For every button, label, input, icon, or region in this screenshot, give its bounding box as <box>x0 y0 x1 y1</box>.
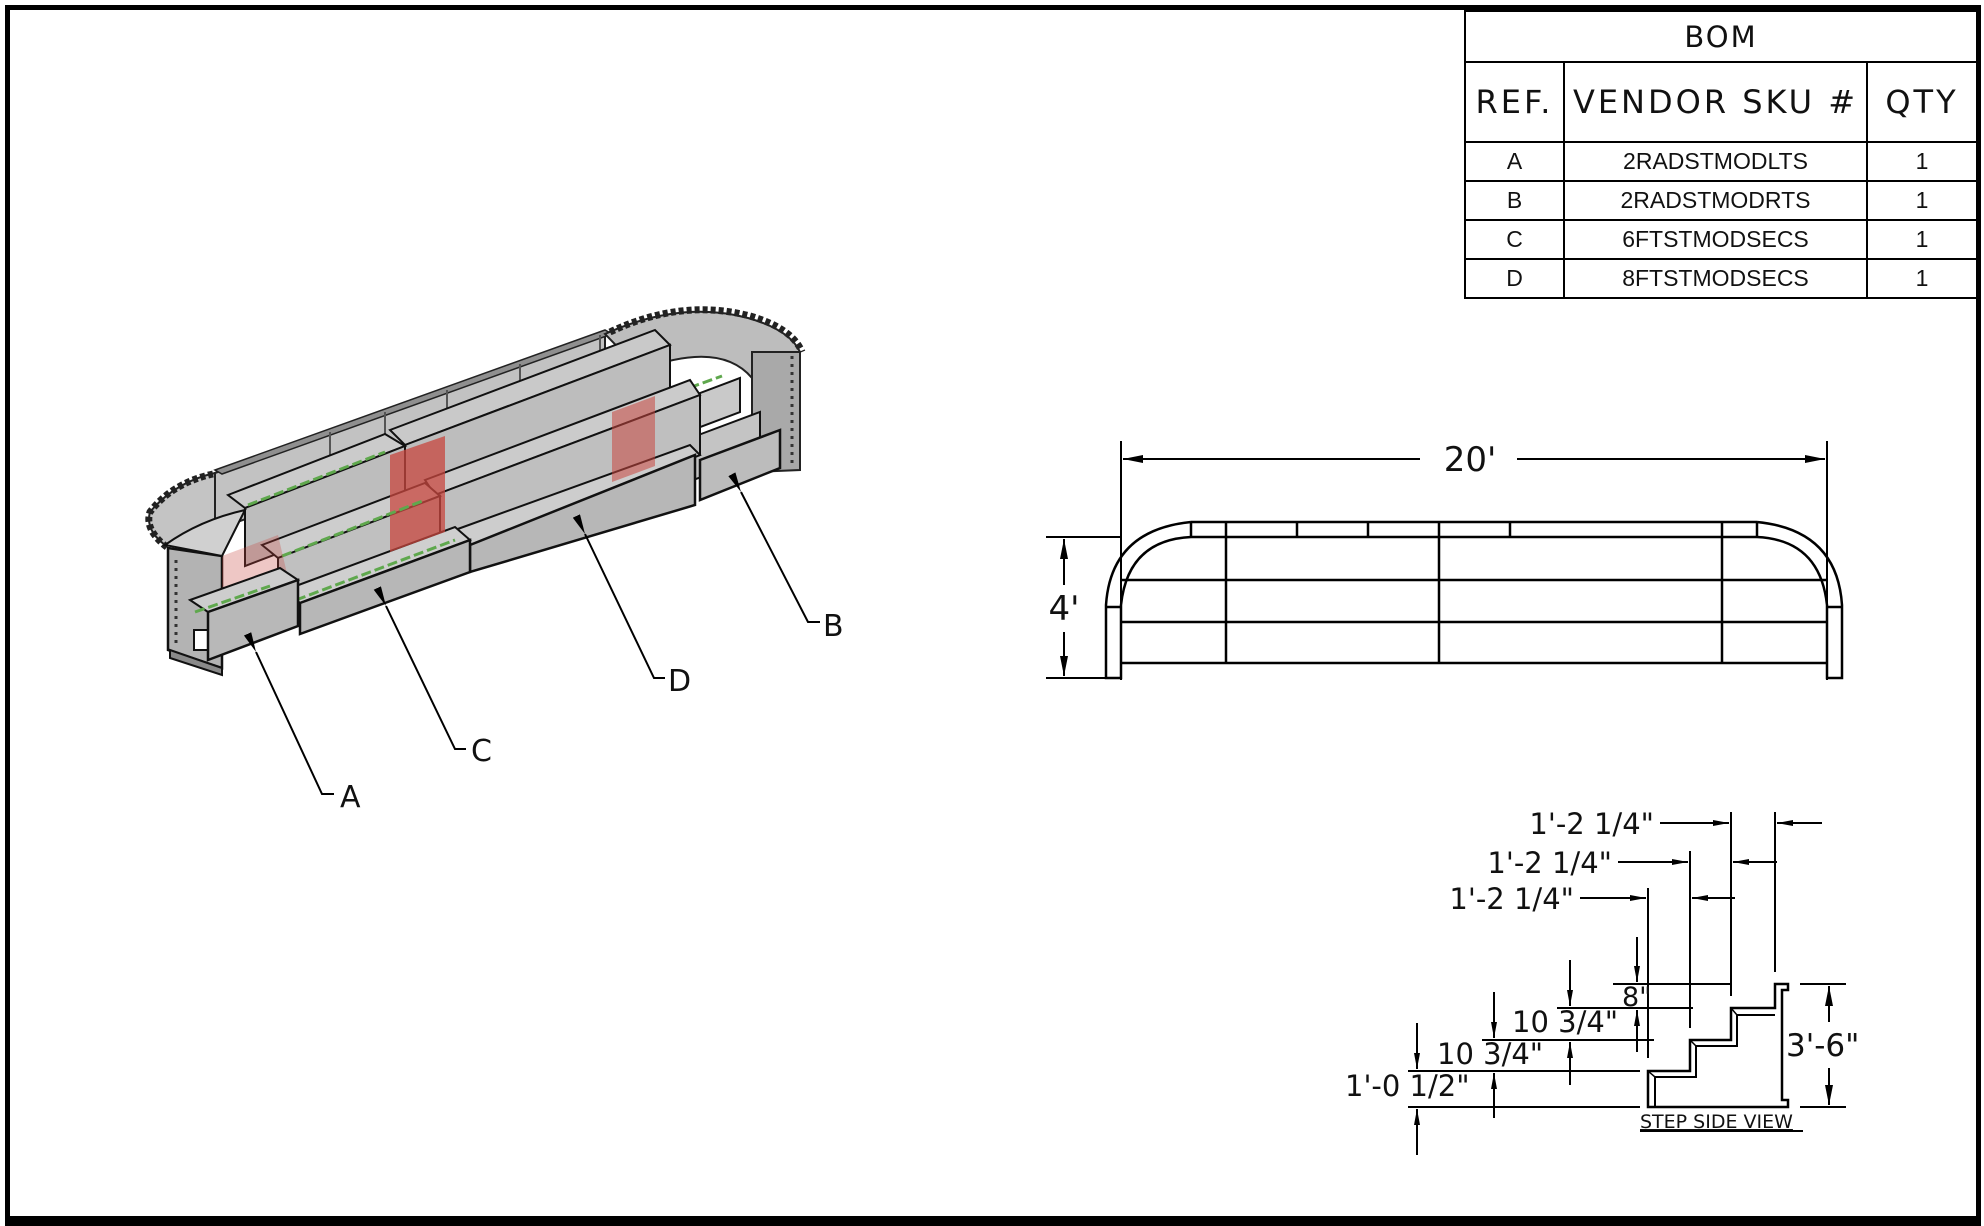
bom-sku: 2RADSTMODRTS <box>1563 180 1868 221</box>
bom-sku: 2RADSTMODLTS <box>1563 141 1868 182</box>
rise-label: 1'-0 1/2" <box>1345 1069 1470 1103</box>
bom-row: C 6FTSTMODSECS 1 <box>1464 219 1978 260</box>
bom-qty: 1 <box>1866 141 1978 182</box>
tread-depth-label: 1'-2 1/4" <box>1487 846 1612 880</box>
tread-dimension: 1'-2 1/4" <box>1529 807 1822 841</box>
bom-header-sku: VENDOR SKU # <box>1563 61 1868 143</box>
callout-label-c: C <box>471 734 492 769</box>
tread-depth-label: 1'-2 1/4" <box>1529 807 1654 841</box>
bom-table: BOM REF. VENDOR SKU # QTY A 2RADSTMODLTS… <box>1464 10 1978 299</box>
callout-b: B <box>728 472 844 644</box>
bom-row: B 2RADSTMODRTS 1 <box>1464 180 1978 221</box>
overall-height-dimension: 3'-6" <box>1786 983 1859 1108</box>
callout-label-d: D <box>668 664 691 699</box>
plan-view: 20' 4' <box>1046 440 1844 680</box>
bom-header-row: REF. VENDOR SKU # QTY <box>1464 61 1978 143</box>
rise-dimension: 10 3/4" <box>1437 992 1573 1085</box>
overall-height-label: 3'-6" <box>1786 1028 1859 1064</box>
title-block-rule <box>5 1216 1981 1222</box>
callout-d: D <box>572 514 691 699</box>
tread-dimension: 1'-2 1/4" <box>1449 882 1735 916</box>
module-a-radius-end <box>145 470 301 677</box>
rise-label: 10 3/4" <box>1512 1005 1618 1039</box>
callout-c: C <box>373 586 492 769</box>
bom-ref: D <box>1464 258 1565 299</box>
step-side-view-caption: STEP SIDE VIEW <box>1640 1111 1793 1133</box>
plan-outline <box>1104 520 1844 680</box>
bom-qty: 1 <box>1866 219 1978 260</box>
tread-depth-label: 1'-2 1/4" <box>1449 882 1574 916</box>
rise-label: 10 3/4" <box>1437 1037 1543 1071</box>
plan-depth-dimension: 4' <box>1049 589 1080 629</box>
bom-ref: C <box>1464 219 1565 260</box>
plan-depth-dimension-line <box>1046 536 1121 679</box>
isometric-view: A C D B <box>145 306 844 815</box>
bom-sku: 6FTSTMODSECS <box>1563 219 1868 260</box>
rise-label: 8" <box>1622 982 1652 1013</box>
bom-qty: 1 <box>1866 258 1978 299</box>
callout-label-b: B <box>823 609 844 644</box>
bom-row: A 2RADSTMODLTS 1 <box>1464 141 1978 182</box>
bom-ref: A <box>1464 141 1565 182</box>
plan-length-dimension: 20' <box>1444 440 1497 480</box>
bom-header-ref: REF. <box>1464 61 1565 143</box>
rise-dimension: 10 3/4" <box>1512 960 1640 1052</box>
bom-qty: 1 <box>1866 180 1978 221</box>
module-d-steps <box>388 328 702 574</box>
callout-label-a: A <box>340 780 361 815</box>
rise-dimension: 1'-0 1/2" <box>1345 1023 1497 1155</box>
bom-title: BOM <box>1464 10 1978 63</box>
callout-a: A <box>243 632 361 815</box>
bom-ref: B <box>1464 180 1565 221</box>
drawing-border <box>5 5 1981 1226</box>
bom-sku: 8FTSTMODSECS <box>1563 258 1868 299</box>
tread-dimension: 1'-2 1/4" <box>1487 846 1777 880</box>
step-side-view: 1'-2 1/4" 1'-2 1/4" 1'-2 1/4" 1'-0 1/2" … <box>1345 807 1859 1155</box>
center-mark <box>1015 1222 1017 1226</box>
bom-row: D 8FTSTMODSECS 1 <box>1464 258 1978 299</box>
bom-title-row: BOM <box>1464 10 1978 63</box>
step-profile <box>1646 982 1790 1109</box>
bom-header-qty: QTY <box>1866 61 1978 143</box>
rise-dimension: 8" <box>1622 937 1652 1013</box>
